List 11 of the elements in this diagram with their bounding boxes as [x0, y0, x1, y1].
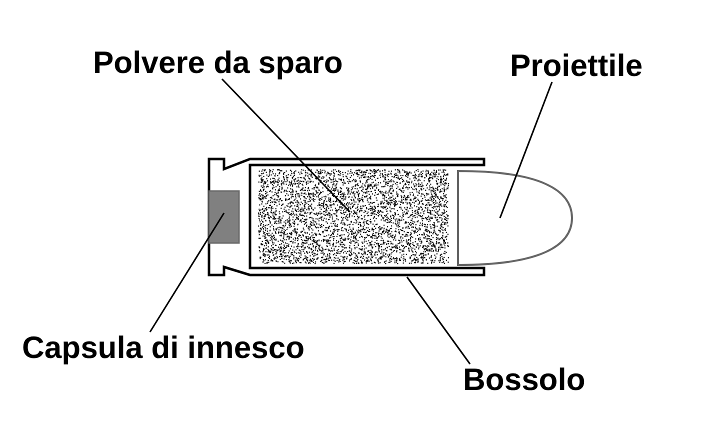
part-label: Proiettile	[510, 48, 643, 84]
part-label: Capsula di innesco	[22, 330, 305, 366]
leader-line	[406, 276, 471, 364]
leader-line	[221, 78, 351, 213]
primer-drawing	[208, 190, 240, 244]
leader-line	[149, 212, 225, 332]
gunpowder-drawing	[258, 169, 450, 264]
part-label: Bossolo	[463, 362, 586, 398]
leader-line	[499, 82, 553, 218]
part-label: Polvere da sparo	[93, 45, 343, 81]
bullet-drawing	[457, 170, 573, 266]
